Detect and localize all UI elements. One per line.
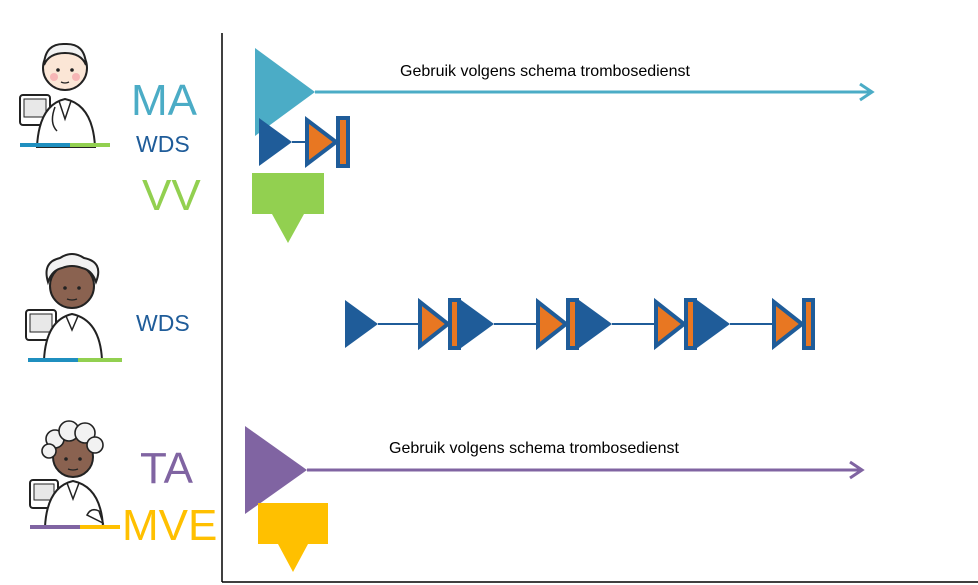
elderly-man-icon: [25, 253, 122, 362]
ta-caption: Gebruik volgens schema trombosedienst: [389, 440, 679, 457]
wds-cycle-3-start: [579, 300, 612, 348]
role-label-mve: MVE: [122, 501, 218, 550]
wds-cycle-4-end: [772, 297, 806, 351]
role-label-vv: VV: [142, 171, 201, 220]
ma-caption: Gebruik volgens schema trombosedienst: [400, 63, 690, 80]
role-label-wds-1: WDS: [136, 131, 190, 157]
wds-cycle-4-start: [697, 300, 730, 348]
ta-arrowhead: [849, 460, 865, 480]
wds-cycle-3-end: [654, 297, 688, 351]
mve-callout: [258, 503, 328, 572]
pharmacist-icon: [29, 420, 120, 529]
wds-start-triangle: [259, 118, 292, 166]
wds-cycles: [345, 297, 815, 351]
ma-start-triangle: [255, 48, 315, 136]
wds-end-triangle: [305, 115, 340, 169]
wds-cycle-2-bar: [566, 298, 579, 350]
doctor-icon: [19, 42, 110, 148]
wds-cycle-3-bar: [684, 298, 697, 350]
role-label-wds-2: WDS: [136, 310, 190, 336]
vv-callout: [252, 173, 324, 243]
wds-cycle-4-bar: [802, 298, 815, 350]
role-label-ma: MA: [131, 76, 197, 125]
wds-end-bar: [336, 116, 350, 168]
wds-cycle-1-end: [418, 297, 452, 351]
wds-cycle-1-start: [345, 300, 378, 348]
role-label-ta: TA: [140, 444, 193, 493]
wds-cycle-1-bar: [448, 298, 461, 350]
wds-cycle-2-start: [461, 300, 494, 348]
wds-cycle-2-end: [536, 297, 570, 351]
ma-arrowhead: [859, 82, 875, 102]
ta-start-triangle: [245, 426, 307, 514]
